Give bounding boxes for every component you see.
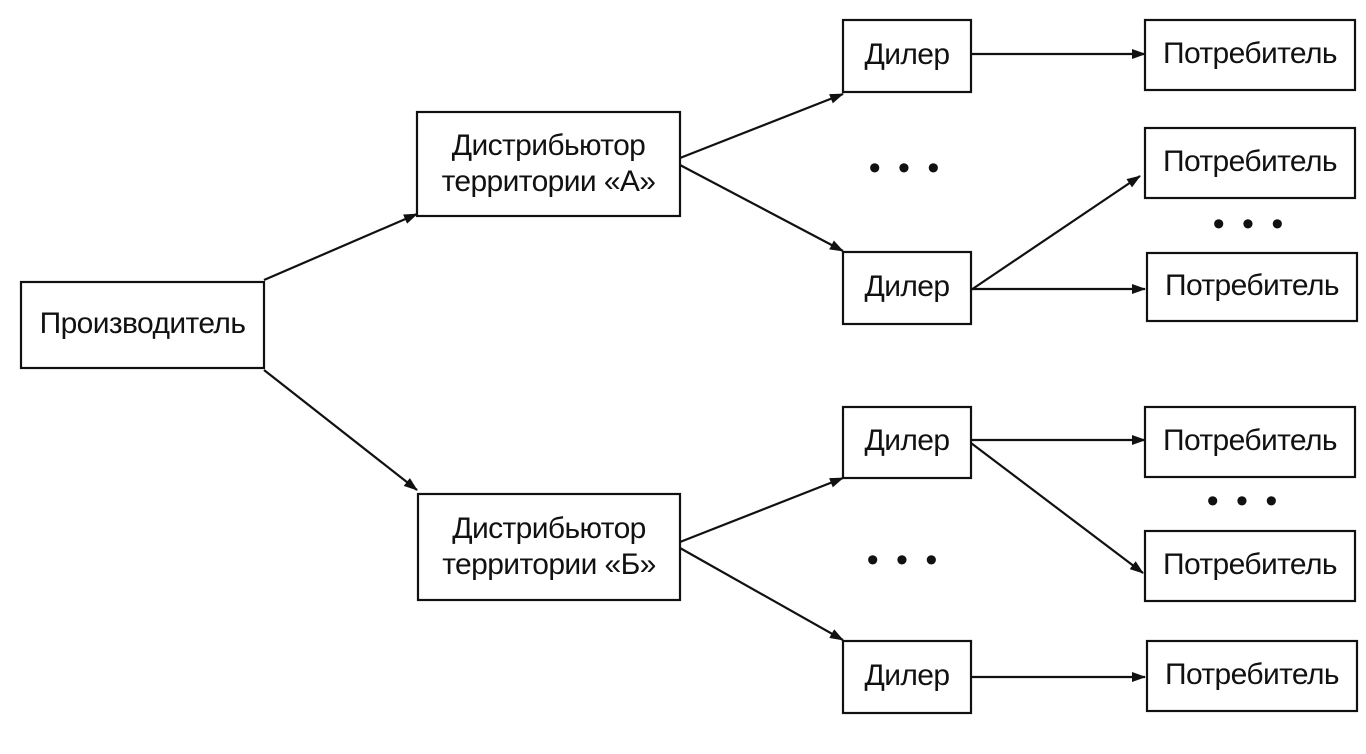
node-producer-label: Производитель — [40, 307, 246, 340]
node-dealer-b1: Дилер — [841, 405, 973, 480]
node-dealer-a2-label: Дилер — [865, 270, 950, 303]
node-consumer-3-box — [1145, 251, 1359, 323]
node-consumer-4-label: Потребитель — [1163, 424, 1337, 457]
node-consumer-3-label: Потребитель — [1165, 269, 1339, 302]
node-dealer-a2: Дилер — [841, 250, 973, 326]
ellipsis-consumers-a2: • • • — [1213, 205, 1288, 243]
node-consumer-1-box — [1143, 18, 1357, 92]
node-consumer-6-box — [1145, 639, 1359, 713]
node-consumer-2: Потребитель — [1143, 126, 1357, 200]
arrow-producer-to-distributor-a — [263, 212, 418, 282]
node-distributor-b-box — [416, 492, 682, 602]
node-dealer-a1: Дилер — [841, 18, 973, 94]
node-dealer-a1-box — [841, 18, 973, 94]
arrow-dealer-a2-to-consumer-2 — [970, 175, 1141, 291]
node-consumer-5-label: Потребитель — [1163, 548, 1337, 581]
ellipsis-dealers-b: • • • — [867, 541, 942, 579]
arrow-distributor-b-to-dealer-b1 — [679, 476, 844, 544]
node-dealer-a2-box — [841, 250, 973, 326]
node-consumer-4-box — [1143, 405, 1357, 479]
node-consumer-5-box — [1143, 529, 1357, 603]
arrow-producer-to-distributor-b — [263, 369, 418, 491]
node-consumer-1: Потребитель — [1143, 18, 1357, 92]
arrow-distributor-b-to-dealer-b2 — [679, 547, 844, 641]
edges — [263, 49, 1146, 682]
node-dealer-b1-box — [841, 405, 973, 480]
node-consumer-2-label: Потребитель — [1163, 145, 1337, 178]
arrow-distributor-a-to-dealer-a2 — [679, 164, 844, 252]
node-consumer-4: Потребитель — [1143, 405, 1357, 479]
node-distributor-a-label-line1: Дистрибьютор — [452, 129, 645, 162]
node-consumer-6-label: Потребитель — [1165, 658, 1339, 691]
node-consumer-1-label: Потребитель — [1163, 37, 1337, 70]
node-dealer-b2-label: Дилер — [865, 659, 950, 692]
ellipsis-consumers-b1: • • • — [1207, 482, 1282, 520]
node-dealer-b1-label: Дилер — [865, 424, 950, 457]
node-distributor-a-label-line2: территории «А» — [442, 165, 656, 198]
node-consumer-6: Потребитель — [1145, 639, 1359, 713]
node-distributor-b-label-line2: территории «Б» — [442, 548, 656, 581]
node-consumer-3: Потребитель — [1145, 251, 1359, 323]
node-producer-box — [19, 280, 266, 370]
arrow-distributor-a-to-dealer-a1 — [679, 92, 844, 160]
node-distributor-a: Дистрибьютор территории «А» — [415, 110, 682, 218]
node-distributor-a-box — [415, 110, 682, 218]
node-consumer-2-box — [1143, 126, 1357, 200]
node-consumer-5: Потребитель — [1143, 529, 1357, 603]
node-distributor-b-label-line1: Дистрибьютор — [452, 512, 645, 545]
node-distributor-b: Дистрибьютор территории «Б» — [416, 492, 682, 602]
node-dealer-b2: Дилер — [841, 639, 973, 715]
ellipsis-dealers-a: • • • — [869, 149, 944, 187]
node-dealer-a1-label: Дилер — [865, 38, 950, 71]
node-producer: Производитель — [19, 280, 266, 370]
arrow-dealer-b1-to-consumer-5 — [970, 442, 1144, 574]
node-dealer-b2-box — [841, 639, 973, 715]
